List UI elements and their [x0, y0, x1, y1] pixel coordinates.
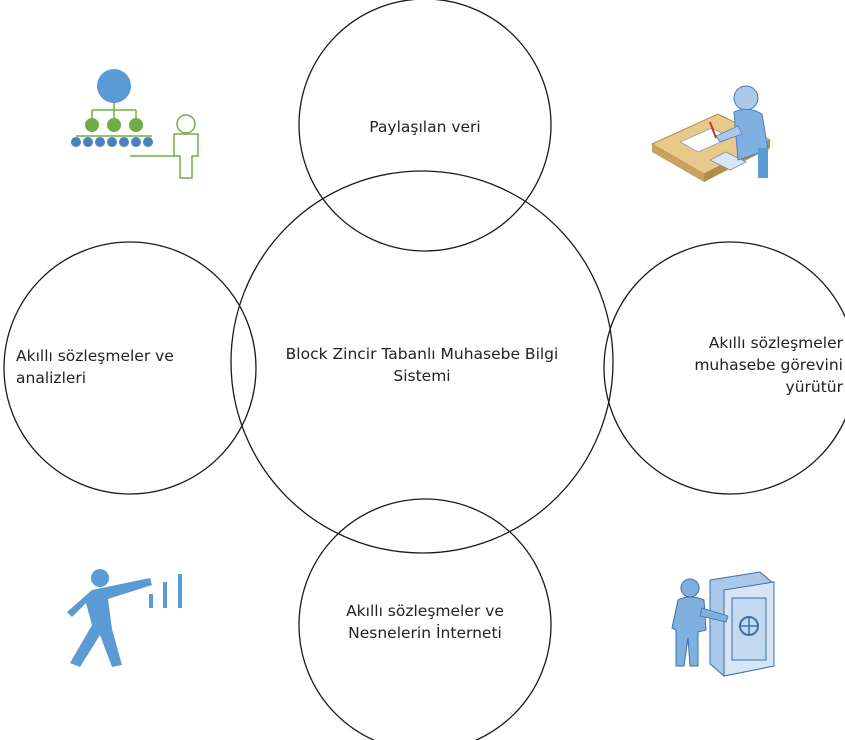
- left-circle-label: Akıllı sözleşmeler ve analizleri: [16, 345, 216, 389]
- center-label-line: Sistemi: [393, 367, 451, 385]
- person-at-desk-writing-icon: [650, 85, 772, 182]
- bottom-circle: [298, 498, 552, 740]
- left-label-line: analizleri: [16, 369, 87, 387]
- top-circle: [298, 0, 552, 252]
- bottom-label-line: Akıllı sözleşmeler ve: [346, 602, 504, 620]
- top-circle-label: Paylaşılan veri: [330, 116, 520, 138]
- right-label-line: yürütür: [785, 378, 843, 396]
- center-circle: [230, 170, 614, 554]
- bottom-circle-label: Akıllı sözleşmeler ve Nesnelerin İnterne…: [315, 600, 535, 644]
- right-circle-label: Akıllı sözleşmeler muhasebe görevini yür…: [655, 332, 843, 398]
- center-label-line: Block Zincir Tabanlı Muhasebe Bilgi: [285, 345, 559, 363]
- person-pointing-at-bars-icon: [67, 569, 182, 667]
- hierarchy-org-chart-icon: [71, 69, 199, 179]
- bottom-label-line: Nesnelerin İnterneti: [348, 624, 502, 642]
- right-label-line: muhasebe görevini: [694, 356, 843, 374]
- center-circle-label: Block Zincir Tabanlı Muhasebe Bilgi Sist…: [257, 343, 587, 387]
- right-circle: [603, 241, 845, 495]
- left-circle: [3, 241, 257, 495]
- person-at-safe-vault-icon: [671, 571, 775, 677]
- top-label-line: Paylaşılan veri: [369, 118, 481, 136]
- left-label-line: Akıllı sözleşmeler ve: [16, 347, 174, 365]
- right-label-line: Akıllı sözleşmeler: [708, 334, 843, 352]
